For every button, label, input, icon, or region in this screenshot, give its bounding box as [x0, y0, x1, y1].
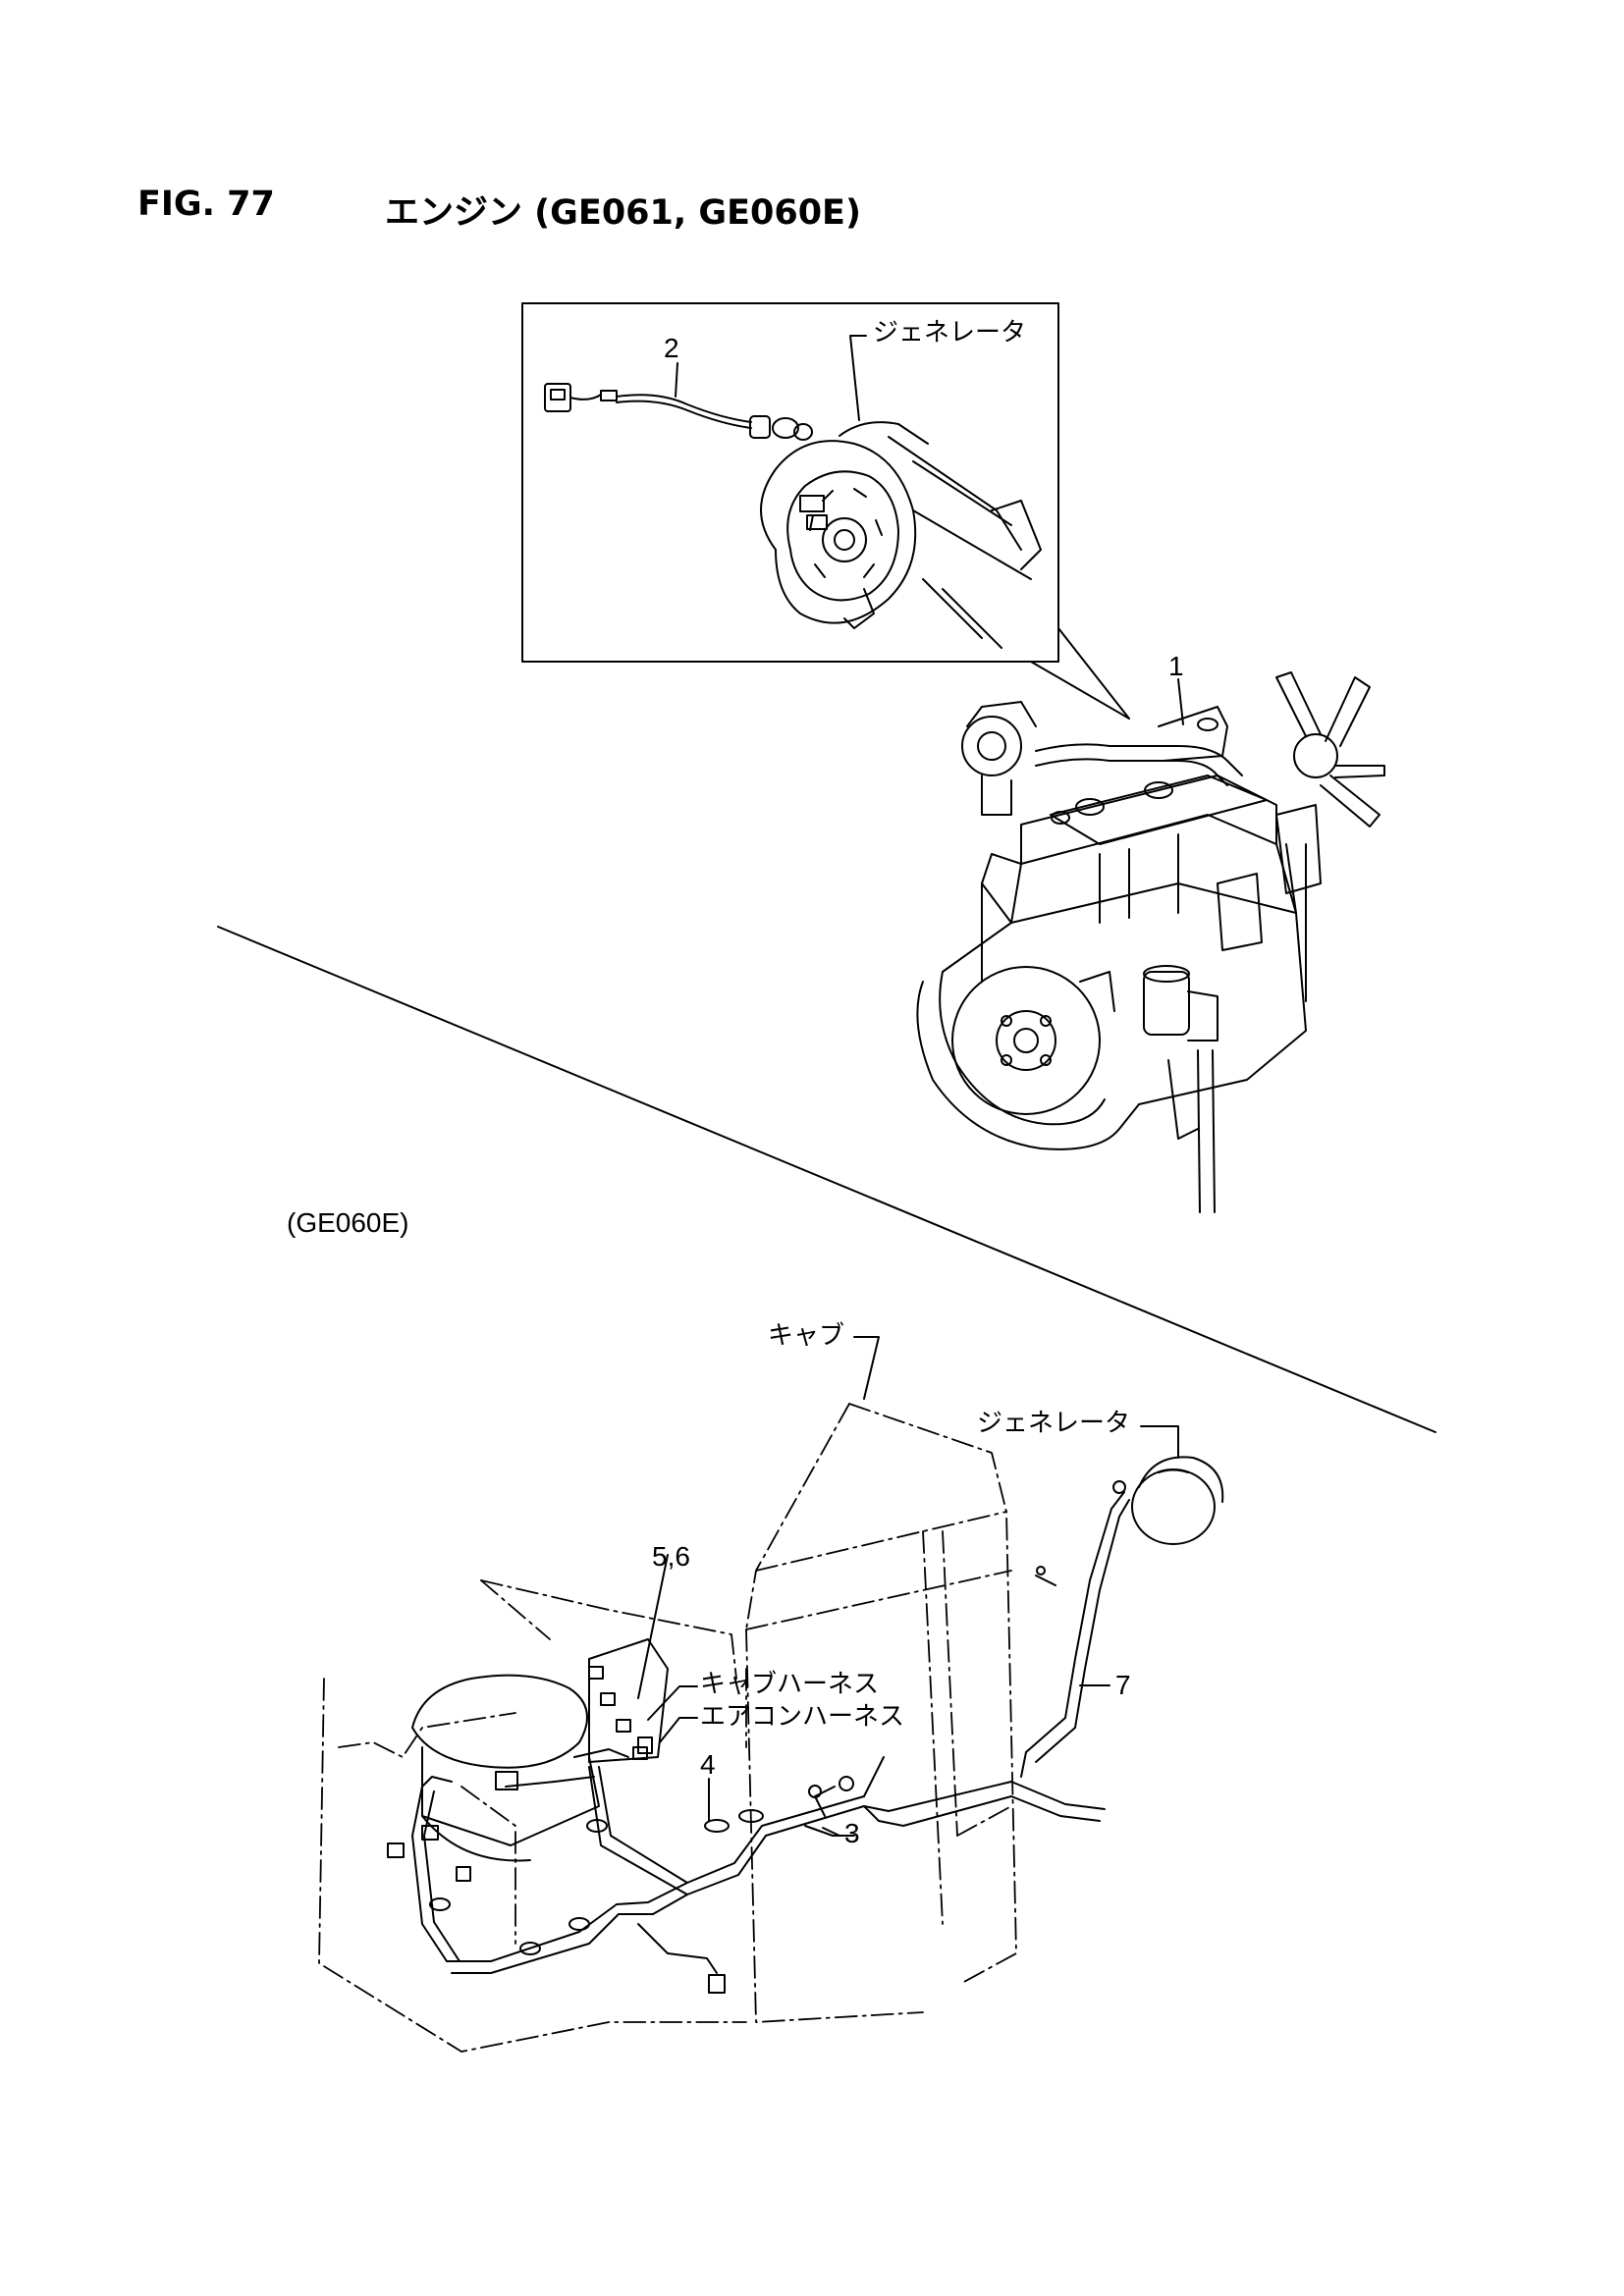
- generator-lower-drawing: [1132, 1457, 1222, 1544]
- callout-7: 7: [1115, 1670, 1131, 1700]
- leader-item-3: [823, 1828, 839, 1836]
- figure-title: エンジン (GE061, GE060E): [385, 193, 861, 233]
- cab-harness-drawing: [388, 1481, 1129, 1993]
- detail-inset-box: [522, 303, 1129, 719]
- engine-assembly-part-1: [917, 672, 1384, 1212]
- leader-item-2: [676, 363, 677, 397]
- label-generator-lower: ジェネレータ: [977, 1409, 1131, 1438]
- leader-aircon-harness: [660, 1718, 697, 1742]
- leader-item-1: [1178, 679, 1183, 724]
- leader-cab-harness: [648, 1686, 697, 1720]
- callout-2: 2: [664, 333, 679, 363]
- label-cab: キャブ: [768, 1321, 845, 1351]
- leader-generator-lower: [1141, 1426, 1178, 1458]
- callout-5-6: 5,6: [652, 1541, 690, 1572]
- view-separator-line: [218, 927, 1435, 1432]
- label-generator-inset: ジェネレータ: [873, 318, 1027, 347]
- alternator-detail-drawing: [761, 422, 1041, 648]
- cab-outline: [319, 1404, 1016, 2052]
- label-cab-harness: キャブハーネス: [700, 1670, 880, 1699]
- callout-4: 4: [700, 1749, 716, 1780]
- callout-3: 3: [844, 1818, 860, 1848]
- leader-cab: [854, 1337, 879, 1399]
- generator-harness-part-2: [545, 384, 812, 440]
- variant-label: (GE060E): [287, 1207, 409, 1238]
- figure-number: FIG. 77: [137, 185, 275, 224]
- label-aircon-harness: エアコンハーネス: [700, 1702, 905, 1732]
- seat-console-drawing: [412, 1639, 668, 1860]
- callout-1: 1: [1168, 651, 1184, 681]
- leader-generator-inset: [850, 336, 866, 420]
- leader-item-5-6: [638, 1555, 668, 1698]
